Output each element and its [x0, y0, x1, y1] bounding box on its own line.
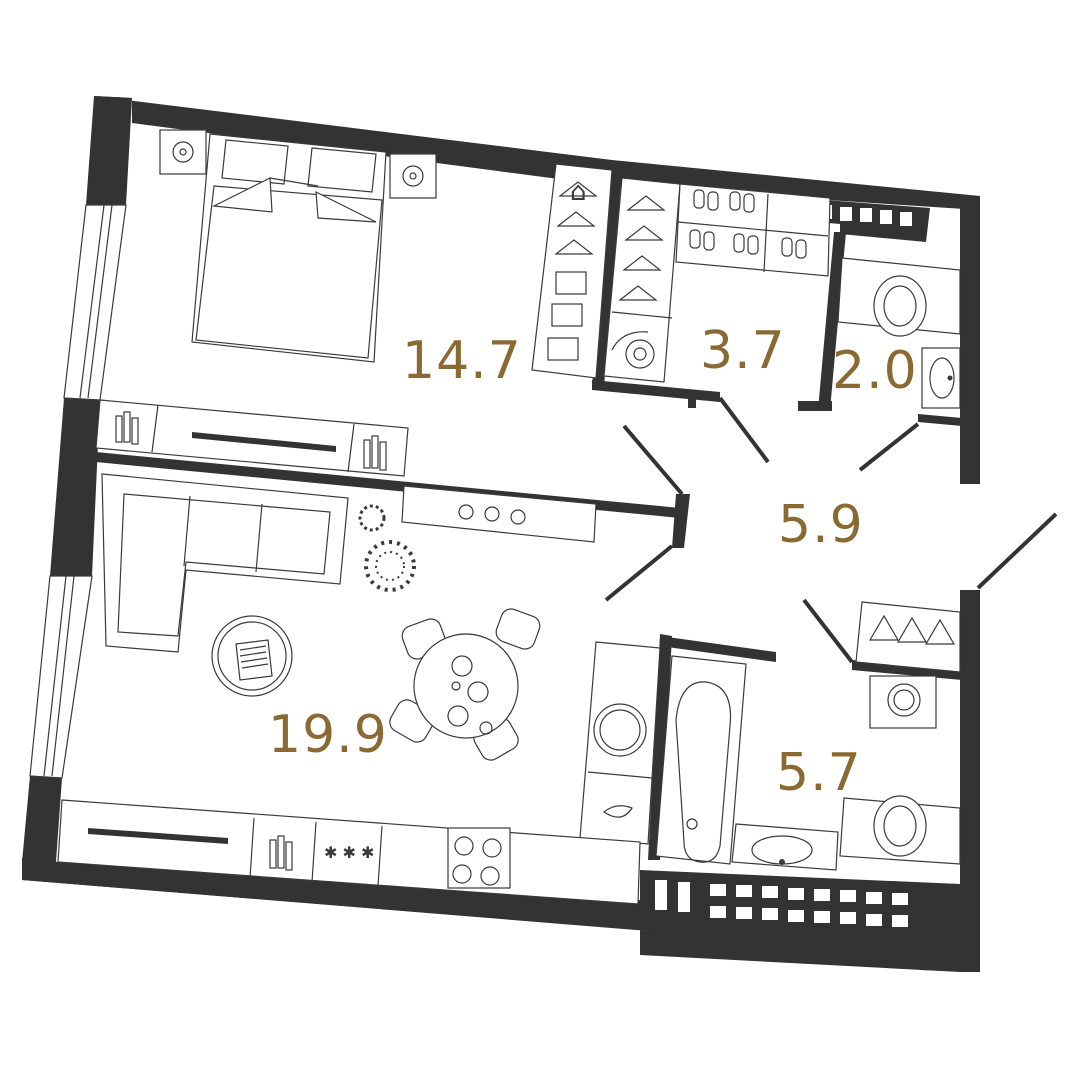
door-closet	[802, 598, 854, 664]
sink-icon	[593, 703, 647, 757]
stove-icon	[447, 827, 511, 889]
coffee-table-icon	[211, 615, 293, 697]
sink-icon	[731, 823, 839, 871]
wardrobe-bottom-wall	[592, 380, 720, 402]
door-bedroom	[622, 424, 684, 496]
door-toilet	[858, 422, 920, 472]
shoes-icon	[689, 189, 807, 259]
toilet-wall-stub	[798, 401, 832, 411]
washing-machine-icon	[602, 805, 633, 818]
bedroom-furniture: ⌂	[95, 129, 613, 477]
toilet-furniture	[837, 257, 961, 409]
hanger-icon	[868, 614, 900, 641]
stove-icon	[458, 504, 526, 525]
shoe-rack	[675, 183, 831, 277]
doors	[604, 396, 1058, 664]
vacuum-icon	[611, 331, 655, 369]
bath-top-wall	[660, 636, 776, 662]
area-label-living: 19.9	[268, 705, 388, 765]
nightstand-icon	[389, 153, 437, 199]
area-labels: 14.7 3.7 2.0 5.9 19.9 5.7	[268, 321, 918, 803]
closet-shelf	[603, 177, 681, 383]
bed-icon	[191, 133, 387, 363]
top-wall-right	[612, 160, 980, 210]
bath-right-top-wall	[852, 660, 962, 680]
outer-walls	[22, 96, 980, 972]
door-living	[604, 544, 674, 602]
left-wall-bottom	[22, 776, 62, 862]
bottom-wall-main	[22, 858, 640, 930]
window-bedroom	[63, 204, 127, 401]
area-label-bathroom: 5.7	[776, 743, 862, 803]
bathtub-icon	[655, 655, 747, 865]
tv-icon	[192, 432, 336, 452]
top-wall	[94, 96, 612, 186]
cooktop-icon: ✱ ✱ ✱	[324, 843, 374, 862]
nightstand-icon	[159, 129, 207, 175]
bathroom-furniture	[655, 601, 961, 871]
door-wardrobe	[718, 396, 770, 464]
toilet-left-wall	[818, 232, 846, 410]
books-icon	[269, 835, 293, 871]
toilet-bottom-wall	[918, 414, 962, 426]
windows	[29, 204, 127, 779]
left-wall-mid	[50, 398, 100, 576]
washing-machine-icon	[869, 675, 937, 729]
sofa-icon	[101, 473, 349, 653]
hanger-icon	[547, 181, 598, 361]
right-wall-bottom	[960, 590, 980, 972]
books-icon	[115, 411, 387, 471]
toilet-icon	[873, 275, 927, 337]
bottom-wall-bath	[640, 930, 960, 972]
area-label-toilet: 2.0	[832, 341, 918, 401]
toilet-icon	[873, 795, 927, 857]
tv-icon	[88, 828, 228, 844]
wardrobe-room-furniture	[603, 177, 831, 383]
living-furniture: ✱ ✱ ✱	[57, 473, 661, 905]
window-living	[29, 575, 93, 779]
area-label-wardrobe: 3.7	[700, 321, 786, 381]
area-label-hallway: 5.9	[778, 495, 864, 555]
dining-table-icon	[389, 608, 541, 761]
wall-stub-center	[672, 494, 690, 548]
plant-icon	[358, 504, 416, 592]
right-wall-top	[960, 196, 980, 484]
wardrobe-door-jamb	[688, 392, 696, 408]
left-wall-top	[86, 96, 132, 205]
area-label-bedroom: 14.7	[402, 331, 522, 391]
door-entrance	[976, 512, 1058, 590]
bath-left-wall	[648, 634, 672, 860]
